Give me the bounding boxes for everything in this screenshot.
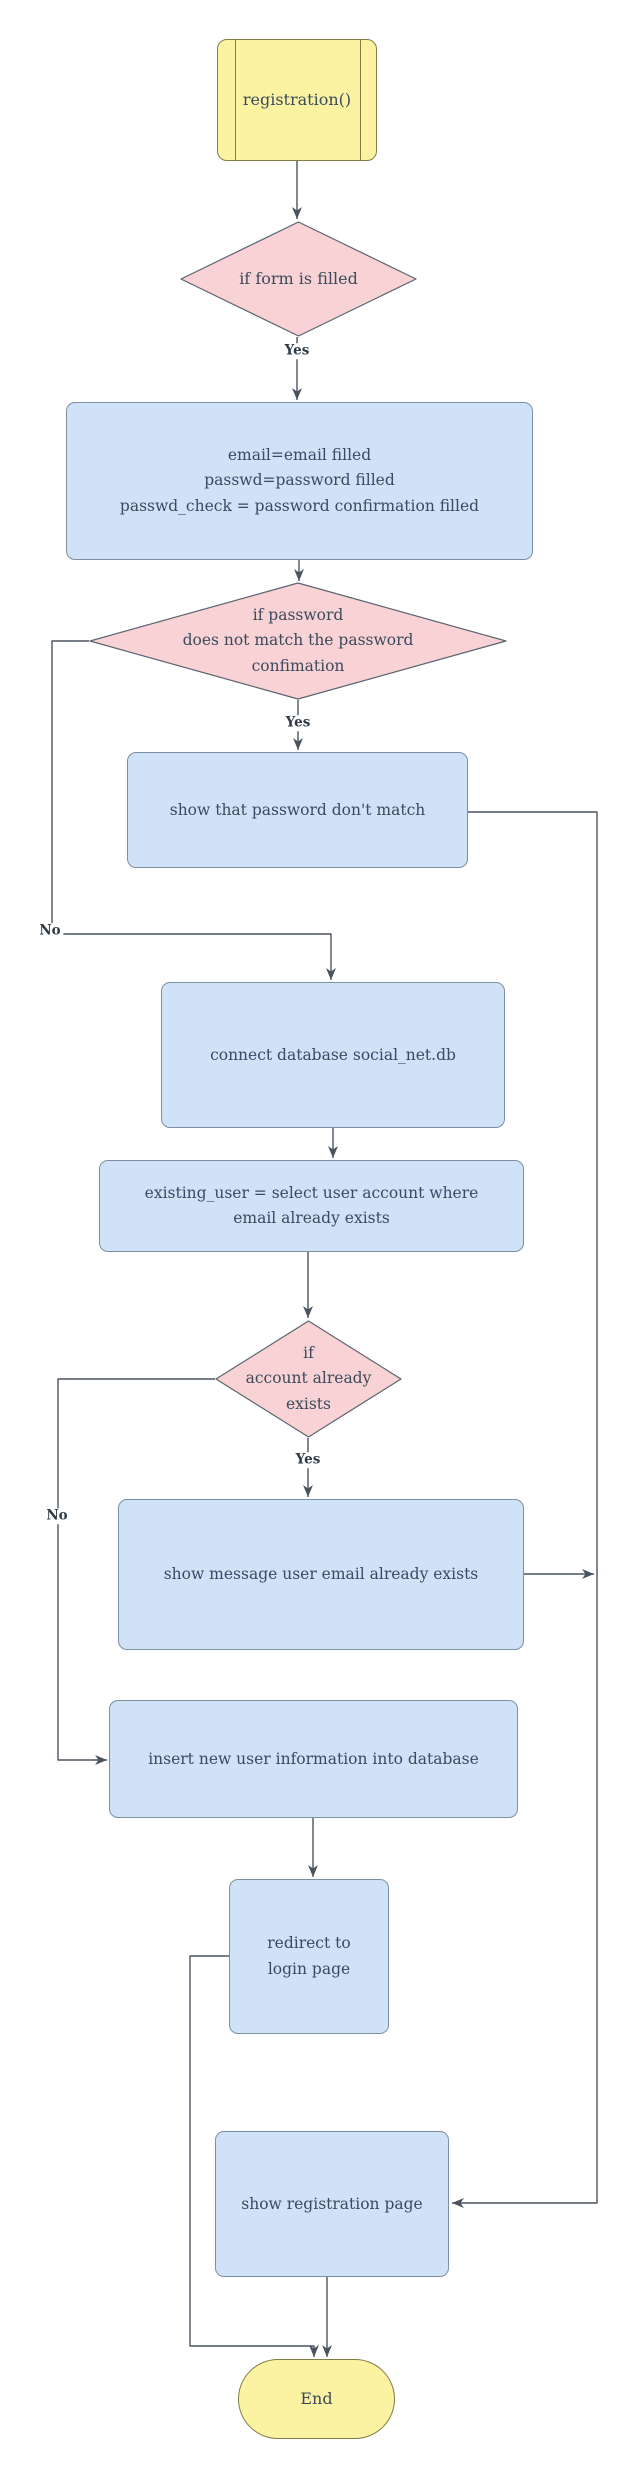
end-terminator-label: End	[239, 2389, 394, 2408]
redirect-login-process-label-line: redirect to	[267, 1934, 351, 1953]
assign-form-values-process-label-line: passwd=password filled	[204, 471, 395, 490]
yes-label-form-filled: Yes	[281, 343, 313, 359]
show-password-dont-match-process-label-line: show that password don't match	[169, 800, 426, 819]
edge-dont-match-to-show-registration-arrowhead	[452, 2198, 464, 2208]
edge-password-check-yes-arrowhead	[293, 738, 303, 750]
select-existing-user-process: existing_user = select user account wher…	[99, 1160, 524, 1252]
redirect-login-process-label-line: login page	[267, 1959, 351, 1978]
registration-subroutine-right-bar	[360, 40, 361, 160]
password-match-decision-label-line: if password	[252, 606, 344, 625]
edge-insert-to-redirect-arrowhead	[308, 1865, 318, 1877]
edge-registration-to-form-check-arrowhead	[292, 207, 302, 219]
assign-form-values-process: email=email filled passwd=password filled…	[66, 402, 533, 560]
assign-form-values-process-label-line: email=email filled	[227, 446, 372, 465]
show-registration-page-process-label-line: show registration page	[241, 2194, 423, 2213]
edge-password-check-no-arrowhead	[326, 968, 336, 980]
edge-account-check-no-arrowhead	[95, 1755, 107, 1765]
edge-account-check-no	[57, 1378, 215, 1761]
show-password-dont-match-process: show that password don't match	[127, 752, 468, 868]
account-exists-decision-shape	[215, 1320, 402, 1438]
edge-show-registration-to-end-arrowhead	[322, 2345, 332, 2357]
if-form-is-filled-decision-shape	[180, 221, 417, 337]
show-email-exists-process-label: show message user email already exists	[119, 1565, 523, 1584]
edge-redirect-to-end-arrowhead	[309, 2345, 319, 2357]
password-match-decision-label-line: confimation	[251, 656, 345, 675]
yes-label-account-exists: Yes	[292, 1452, 324, 1468]
registration-subroutine-left-bar	[235, 40, 236, 160]
password-match-decision: if password does not match the password co…	[89, 582, 507, 700]
select-existing-user-process-label-line: existing_user = select user account wher…	[144, 1183, 479, 1202]
assign-form-values-process-label-line: passwd_check = password confirmation fil…	[119, 496, 480, 515]
insert-new-user-process-label-line: insert new user information into databas…	[148, 1749, 479, 1768]
connect-database-process-label: connect database social_net.db	[162, 1046, 504, 1065]
edge-form-check-yes-arrowhead	[292, 388, 302, 400]
password-match-decision-label: if password does not match the password co…	[89, 603, 507, 678]
assign-form-values-process-label: email=email filled passwd=password filled…	[67, 443, 532, 518]
edge-email-exists-to-rail-arrowhead	[582, 1569, 594, 1579]
account-exists-decision-label-line: account already	[245, 1369, 372, 1388]
show-password-dont-match-process-label: show that password don't match	[128, 801, 467, 820]
edge-connect-to-select-arrowhead	[328, 1146, 338, 1158]
password-match-decision-shape	[89, 582, 507, 700]
account-exists-decision-label: if account already exists	[215, 1341, 402, 1416]
registration-subroutine-label-line: registration()	[242, 90, 352, 110]
if-form-is-filled-decision: if form is filled	[180, 221, 417, 337]
select-existing-user-process-label-line: email already exists	[233, 1209, 390, 1227]
connect-database-process: connect database social_net.db	[161, 982, 505, 1128]
no-label-account-exists: No	[43, 1508, 71, 1524]
yes-label-password-mismatch: Yes	[282, 715, 314, 731]
no-label-password-mismatch: No	[36, 923, 64, 939]
account-exists-decision: if account already exists	[215, 1320, 402, 1438]
show-registration-page-process-label: show registration page	[216, 2195, 448, 2214]
account-exists-decision-label-line: if	[303, 1344, 314, 1363]
end-terminator: End	[238, 2359, 395, 2439]
insert-new-user-process-label: insert new user information into databas…	[110, 1750, 517, 1769]
show-email-exists-process: show message user email already exists	[118, 1499, 524, 1650]
redirect-login-process: redirect to login page	[229, 1879, 389, 2034]
account-exists-decision-label-line: exists	[285, 1394, 331, 1413]
edge-assign-to-password-check-arrowhead	[294, 569, 304, 581]
password-match-decision-label-line: does not match the password	[182, 631, 414, 650]
connect-database-process-label-line: connect database social_net.db	[210, 1045, 456, 1064]
if-form-is-filled-decision-label: if form is filled	[180, 269, 417, 288]
if-form-is-filled-decision-label-line: if form is filled	[239, 269, 358, 289]
show-registration-page-process: show registration page	[215, 2131, 449, 2277]
select-existing-user-process-label: existing_user = select user account wher…	[100, 1181, 523, 1231]
redirect-login-process-label: redirect to login page	[230, 1931, 388, 1981]
edge-select-to-account-check-arrowhead	[303, 1306, 313, 1318]
edge-dont-match-to-show-registration	[452, 811, 598, 2204]
edge-account-check-yes-arrowhead	[303, 1485, 313, 1497]
end-terminator-label-line: End	[300, 2389, 333, 2409]
insert-new-user-process: insert new user information into databas…	[109, 1700, 518, 1818]
show-email-exists-process-label-line: show message user email already exists	[163, 1565, 479, 1584]
registration-subroutine: registration()	[217, 39, 377, 161]
registration-subroutine-label: registration()	[218, 90, 376, 109]
